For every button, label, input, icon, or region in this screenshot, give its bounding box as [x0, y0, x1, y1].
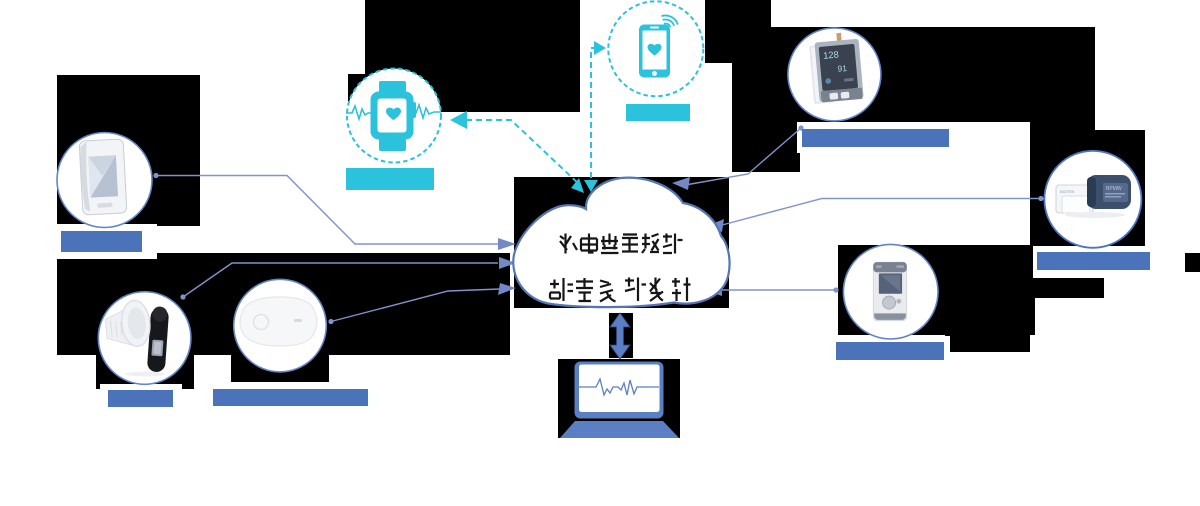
svg-text:91: 91 — [837, 63, 848, 74]
svg-text:BIOTEK: BIOTEK — [1060, 189, 1075, 194]
svg-text:128: 128 — [823, 49, 840, 61]
svg-text:BPMW: BPMW — [1106, 186, 1122, 192]
